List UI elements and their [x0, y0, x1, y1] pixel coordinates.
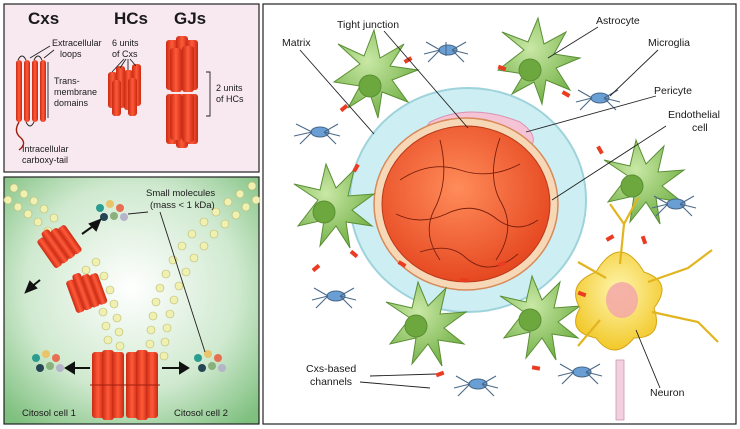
gap-junction	[166, 36, 198, 148]
microglia-bottom	[453, 375, 499, 397]
astrocyte-left	[293, 162, 376, 249]
microglia-right-top	[575, 89, 621, 111]
membrane-right	[145, 181, 261, 361]
hemichannel	[108, 64, 141, 116]
neuron	[575, 197, 719, 421]
label-cytosol-cell-1: Citosol cell 1	[22, 408, 76, 419]
label-transmembrane-3: domains	[54, 98, 89, 108]
label-small-molecules-2: (mass < 1 kDa)	[150, 200, 215, 211]
label-transmembrane-2: membrane	[54, 87, 97, 97]
astrocytes	[293, 16, 686, 367]
label-endothelial-1: Endothelial	[668, 109, 720, 121]
endothelial-lumen	[381, 125, 551, 283]
panel-connexin-structures: Cxs HCs GJs Extracellular loops Trans- m…	[3, 3, 260, 173]
gap-junction-channel	[90, 350, 160, 420]
label-six-units-1: 6 units	[112, 38, 139, 48]
astrocyte-bottom-left	[385, 280, 468, 367]
label-two-units-1: 2 units	[216, 83, 243, 93]
microglia-cells	[293, 41, 697, 397]
astrocyte-top-left	[332, 28, 420, 119]
label-microglia: Microglia	[648, 37, 690, 49]
header-hcs: HCs	[114, 9, 148, 28]
label-endothelial-2: cell	[692, 122, 708, 134]
header-cxs: Cxs	[28, 9, 59, 28]
microglia-top	[423, 41, 469, 63]
label-neuron: Neuron	[650, 387, 685, 399]
flux-arrows	[24, 218, 190, 375]
panel-blood-brain-barrier: Tight junction Astrocyte Matrix Microgli…	[262, 3, 737, 425]
molecules-top	[96, 200, 128, 221]
microglia-left	[293, 123, 341, 145]
header-gjs: GJs	[174, 9, 206, 28]
label-tight-junction: Tight junction	[337, 19, 399, 31]
label-astrocyte: Astrocyte	[596, 15, 640, 27]
microglia-right	[651, 195, 697, 217]
label-extracellular-loops-1: Extracellular	[52, 38, 102, 48]
panel-gap-junction-membranes: Small molecules (mass < 1 kDa) Citosol c…	[3, 176, 261, 425]
label-matrix: Matrix	[282, 37, 311, 49]
label-cxs-channels-1: Cxs-based	[306, 363, 356, 375]
label-six-units-2: of Cxs	[112, 49, 138, 59]
label-cxs-channels-2: channels	[310, 376, 352, 388]
label-pericyte: Pericyte	[654, 85, 692, 97]
astrocyte-bottom-right	[499, 274, 582, 361]
connexin-monomer	[15, 55, 46, 151]
label-two-units-2: of HCs	[216, 94, 244, 104]
microglia-bottom-left	[311, 287, 357, 309]
cx-channel-markers	[311, 56, 648, 378]
label-transmembrane-1: Trans-	[54, 76, 80, 86]
label-carboxy-1: Intracellular	[22, 144, 69, 154]
hemichannel-lower	[66, 273, 108, 313]
label-carboxy-2: carboxy-tail	[22, 155, 68, 165]
microglia-bottom-right	[557, 363, 603, 385]
molecules-right	[194, 350, 226, 372]
endothelial-folds	[395, 137, 539, 268]
hemichannel-upper	[37, 225, 82, 268]
molecules-left	[32, 350, 64, 372]
label-cytosol-cell-2: Citosol cell 2	[174, 408, 228, 419]
astrocyte-right	[603, 138, 686, 225]
label-small-molecules-1: Small molecules	[146, 188, 215, 199]
astrocyte-top-right	[496, 16, 582, 106]
label-extracellular-loops-2: loops	[60, 49, 82, 59]
